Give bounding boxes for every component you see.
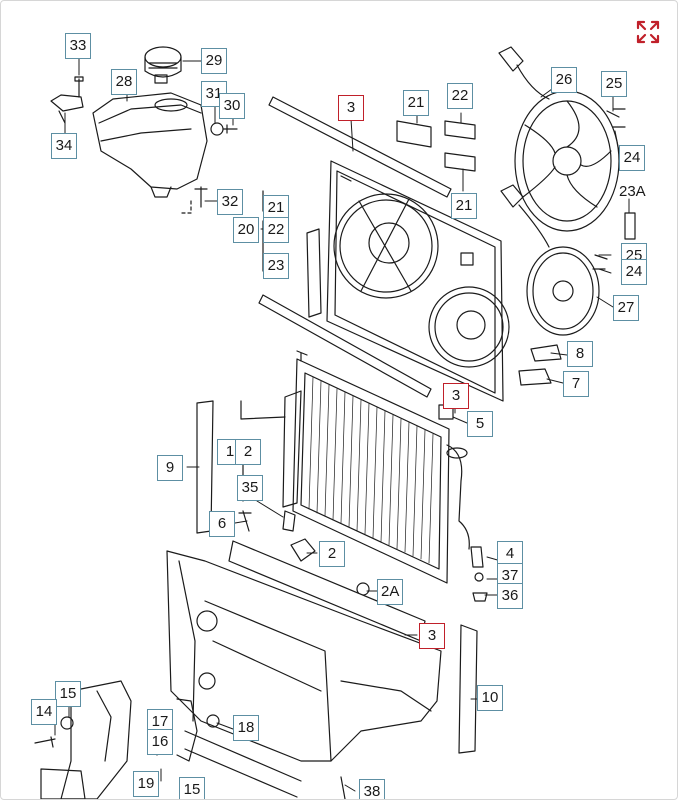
fan-shroud-drawing (258, 96, 510, 402)
callout-30[interactable]: 30 (219, 93, 245, 119)
expansion-tank-drawing (50, 46, 238, 214)
callout-34[interactable]: 34 (51, 133, 77, 159)
callout-35[interactable]: 35 (237, 475, 263, 501)
callout-7[interactable]: 7 (563, 371, 589, 397)
callout-20[interactable]: 20 (233, 217, 259, 243)
callout-9[interactable]: 9 (157, 455, 183, 481)
callout-27[interactable]: 27 (613, 295, 639, 321)
callout-22-b[interactable]: 22 (263, 217, 289, 243)
callout-15-a[interactable]: 15 (55, 681, 81, 707)
callout-19[interactable]: 19 (133, 771, 159, 797)
callout-15-b[interactable]: 15 (179, 777, 205, 799)
callout-29[interactable]: 29 (201, 48, 227, 74)
callout-26[interactable]: 26 (551, 67, 577, 93)
callout-28[interactable]: 28 (111, 69, 137, 95)
callout-18[interactable]: 18 (233, 715, 259, 741)
callout-32[interactable]: 32 (217, 189, 243, 215)
callout-21-c[interactable]: 21 (263, 195, 289, 221)
callout-22-a[interactable]: 22 (447, 83, 473, 109)
callout-2-a[interactable]: 2 (235, 439, 261, 465)
callout-6[interactable]: 6 (209, 511, 235, 537)
callout-38[interactable]: 38 (359, 779, 385, 799)
lock-carrier-drawing (34, 540, 478, 799)
callout-10[interactable]: 10 (477, 685, 503, 711)
callout-3-bottom[interactable]: 3 (419, 623, 445, 649)
callout-5[interactable]: 5 (467, 411, 493, 437)
radiator-drawing (196, 350, 488, 602)
callout-24-a[interactable]: 24 (619, 145, 645, 171)
expand-arrows-icon[interactable] (635, 19, 661, 45)
callout-25-a[interactable]: 25 (601, 71, 627, 97)
callout-21-b[interactable]: 21 (451, 193, 477, 219)
callout-3-top[interactable]: 3 (338, 95, 364, 121)
callout-2A[interactable]: 2A (377, 579, 404, 605)
callout-16[interactable]: 16 (147, 729, 173, 755)
callout-23[interactable]: 23 (263, 253, 289, 279)
callout-36[interactable]: 36 (497, 583, 523, 609)
callout-3-mid[interactable]: 3 (443, 383, 469, 409)
callout-8[interactable]: 8 (567, 341, 593, 367)
fan-motors-drawing (498, 46, 636, 386)
callout-2-b[interactable]: 2 (319, 541, 345, 567)
callout-33[interactable]: 33 (65, 33, 91, 59)
label-23A: 23A (619, 183, 646, 200)
callout-14[interactable]: 14 (31, 699, 57, 725)
callout-24-b[interactable]: 24 (621, 259, 647, 285)
callout-21-a[interactable]: 21 (403, 90, 429, 116)
